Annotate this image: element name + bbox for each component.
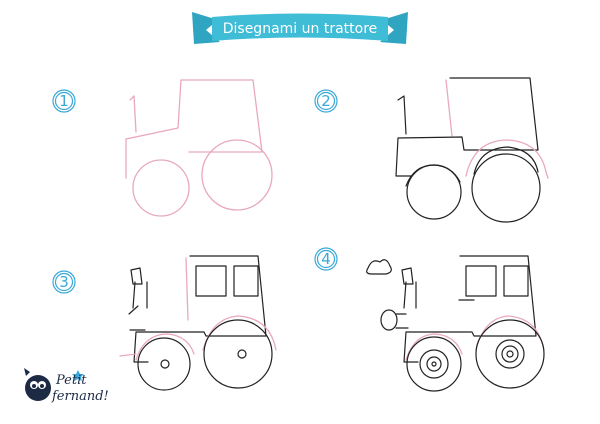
step-1-drawing [125, 79, 273, 217]
logo-line-1: Petit [55, 373, 87, 388]
step-3-drawing [119, 255, 277, 391]
step-badge-1: 1 [52, 89, 76, 113]
step-number: 3 [59, 273, 69, 291]
step-4-drawing [366, 255, 545, 392]
logo-line-2: fernand! [51, 389, 109, 404]
step-number: 4 [321, 250, 331, 268]
step-2-drawing [395, 77, 549, 223]
petit-fernand-logo: Petit fernand! [24, 368, 109, 404]
step-number: 1 [59, 92, 69, 110]
step-badge-4: 4 [314, 247, 338, 271]
step-badge-2: 2 [314, 89, 338, 113]
step-number: 2 [321, 92, 331, 110]
title-banner: Disegnami un trattore [192, 12, 408, 44]
star-icon [72, 370, 84, 381]
step-badge-3: 3 [52, 270, 76, 294]
banner-title: Disegnami un trattore [223, 21, 378, 37]
